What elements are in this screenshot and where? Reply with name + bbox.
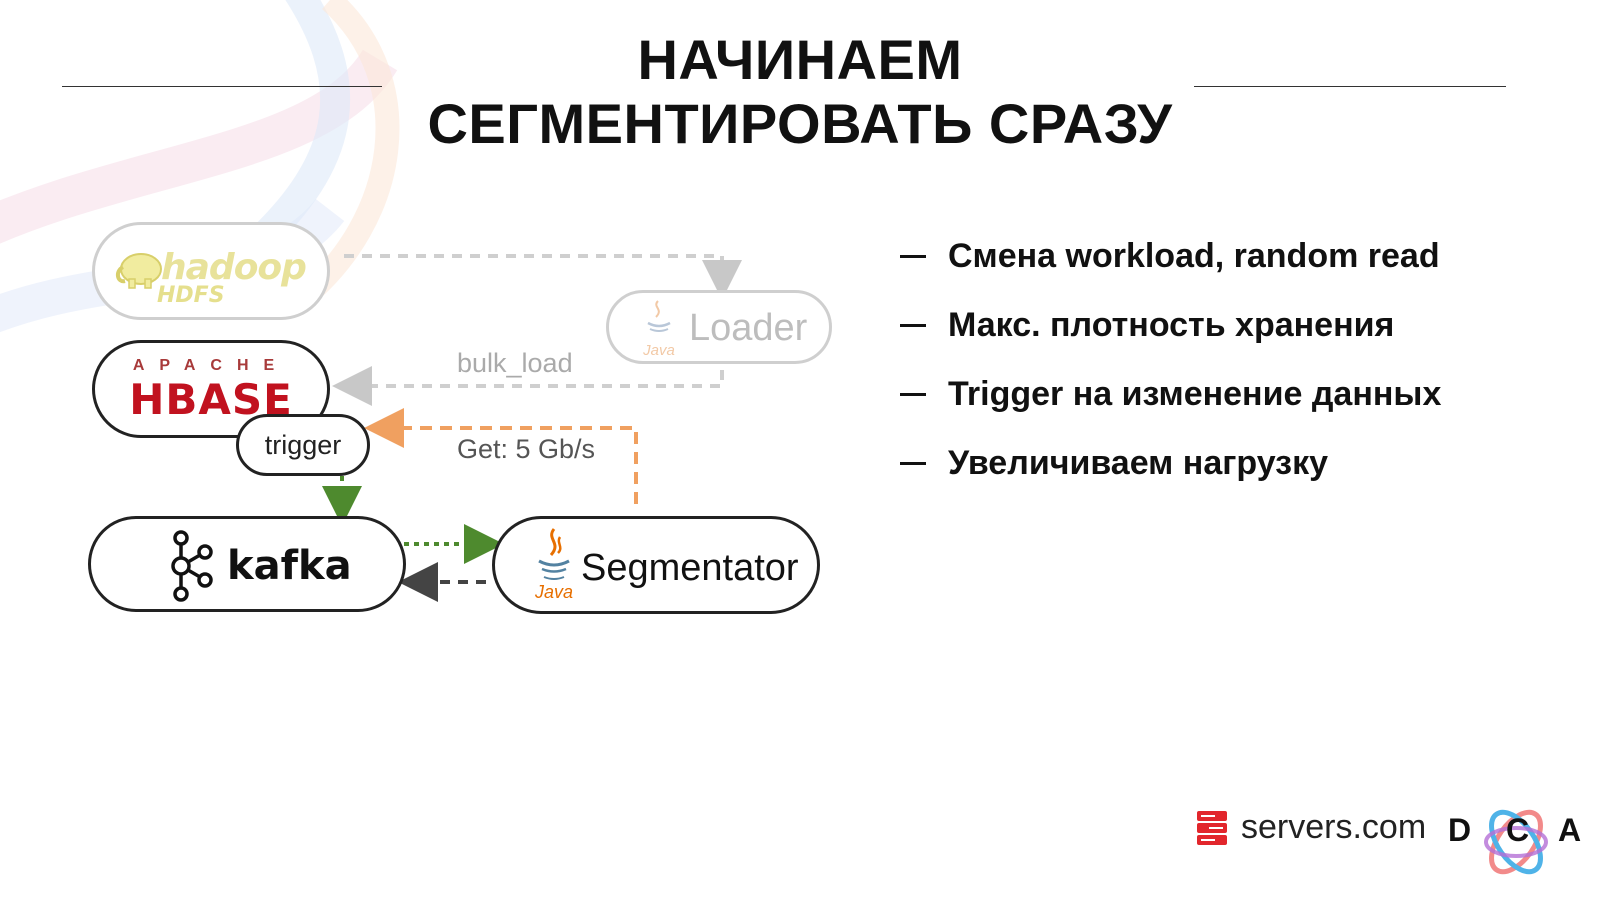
hdfs-label: HDFS bbox=[157, 283, 225, 308]
bullet-text: Макс. плотность хранения bbox=[948, 305, 1395, 344]
java-cup-icon bbox=[538, 528, 570, 580]
kafka-label: kafka bbox=[227, 543, 352, 589]
sponsor-logo: servers.com bbox=[1195, 808, 1426, 847]
java-cup-icon bbox=[647, 300, 671, 332]
hadoop-node: hadoop HDFS bbox=[92, 222, 330, 320]
bullet-list: Смена workload, random read Макс. плотно… bbox=[900, 232, 1441, 508]
title-rule-right bbox=[1194, 86, 1506, 87]
hadoop-logo: hadoop bbox=[161, 247, 307, 288]
java-label: Java bbox=[534, 582, 574, 602]
loader-node: Java Loader bbox=[606, 290, 832, 364]
apache-label: APACHE bbox=[132, 357, 290, 374]
bullet-item: Макс. плотность хранения bbox=[900, 301, 1441, 349]
sponsor-name: servers.com bbox=[1241, 808, 1427, 846]
loader-label: Loader bbox=[689, 307, 808, 349]
edge-label-bulk-load: bulk_load bbox=[457, 348, 573, 378]
dash-icon bbox=[900, 392, 926, 396]
segmentator-label: Segmentator bbox=[581, 547, 799, 589]
kafka-icon bbox=[171, 530, 213, 602]
kafka-node: kafka bbox=[88, 516, 406, 612]
title-rule-left bbox=[62, 86, 382, 87]
dash-icon bbox=[900, 461, 926, 465]
bullet-item: Trigger на изменение данных bbox=[900, 370, 1441, 418]
trigger-label: trigger bbox=[264, 429, 342, 460]
edge-loader-to-hbase bbox=[332, 366, 724, 406]
bullet-text: Смена workload, random read bbox=[948, 236, 1440, 275]
title-line-1: НАЧИНАЕМ bbox=[637, 28, 963, 91]
dash-icon bbox=[900, 254, 926, 258]
dca-logo: D C A bbox=[1448, 802, 1588, 882]
dca-letter-c: C bbox=[1506, 812, 1530, 848]
edge-hadoop-to-loader bbox=[344, 254, 742, 300]
bullet-text: Увеличиваем нагрузку bbox=[948, 443, 1328, 482]
servers-com-icon bbox=[1197, 810, 1227, 845]
title-line-2: СЕГМЕНТИРОВАТЬ СРАЗУ bbox=[427, 92, 1173, 155]
edge-kafka-to-segmentator bbox=[340, 516, 504, 564]
java-logo-loader: Java bbox=[641, 299, 677, 361]
dca-orbit-icon bbox=[1484, 809, 1548, 875]
dca-letter-d: D bbox=[1448, 812, 1472, 848]
segmentator-node: Java Segmentator bbox=[492, 516, 820, 614]
elephant-icon bbox=[116, 253, 162, 289]
java-label: Java bbox=[643, 342, 675, 359]
java-logo-segmentator: Java bbox=[531, 527, 577, 611]
bullet-text: Trigger на изменение данных bbox=[948, 374, 1442, 413]
bullet-item: Смена workload, random read bbox=[900, 232, 1441, 280]
dca-letter-a: A bbox=[1558, 812, 1582, 848]
dash-icon bbox=[900, 323, 926, 327]
edge-label-get: Get: 5 Gb/s bbox=[457, 434, 596, 464]
edge-segmentator-to-hbase bbox=[364, 408, 638, 504]
page-title: НАЧИНАЕМ СЕГМЕНТИРОВАТЬ СРАЗУ bbox=[300, 28, 1300, 156]
bullet-item: Увеличиваем нагрузку bbox=[900, 439, 1441, 487]
trigger-node: trigger bbox=[236, 414, 370, 476]
